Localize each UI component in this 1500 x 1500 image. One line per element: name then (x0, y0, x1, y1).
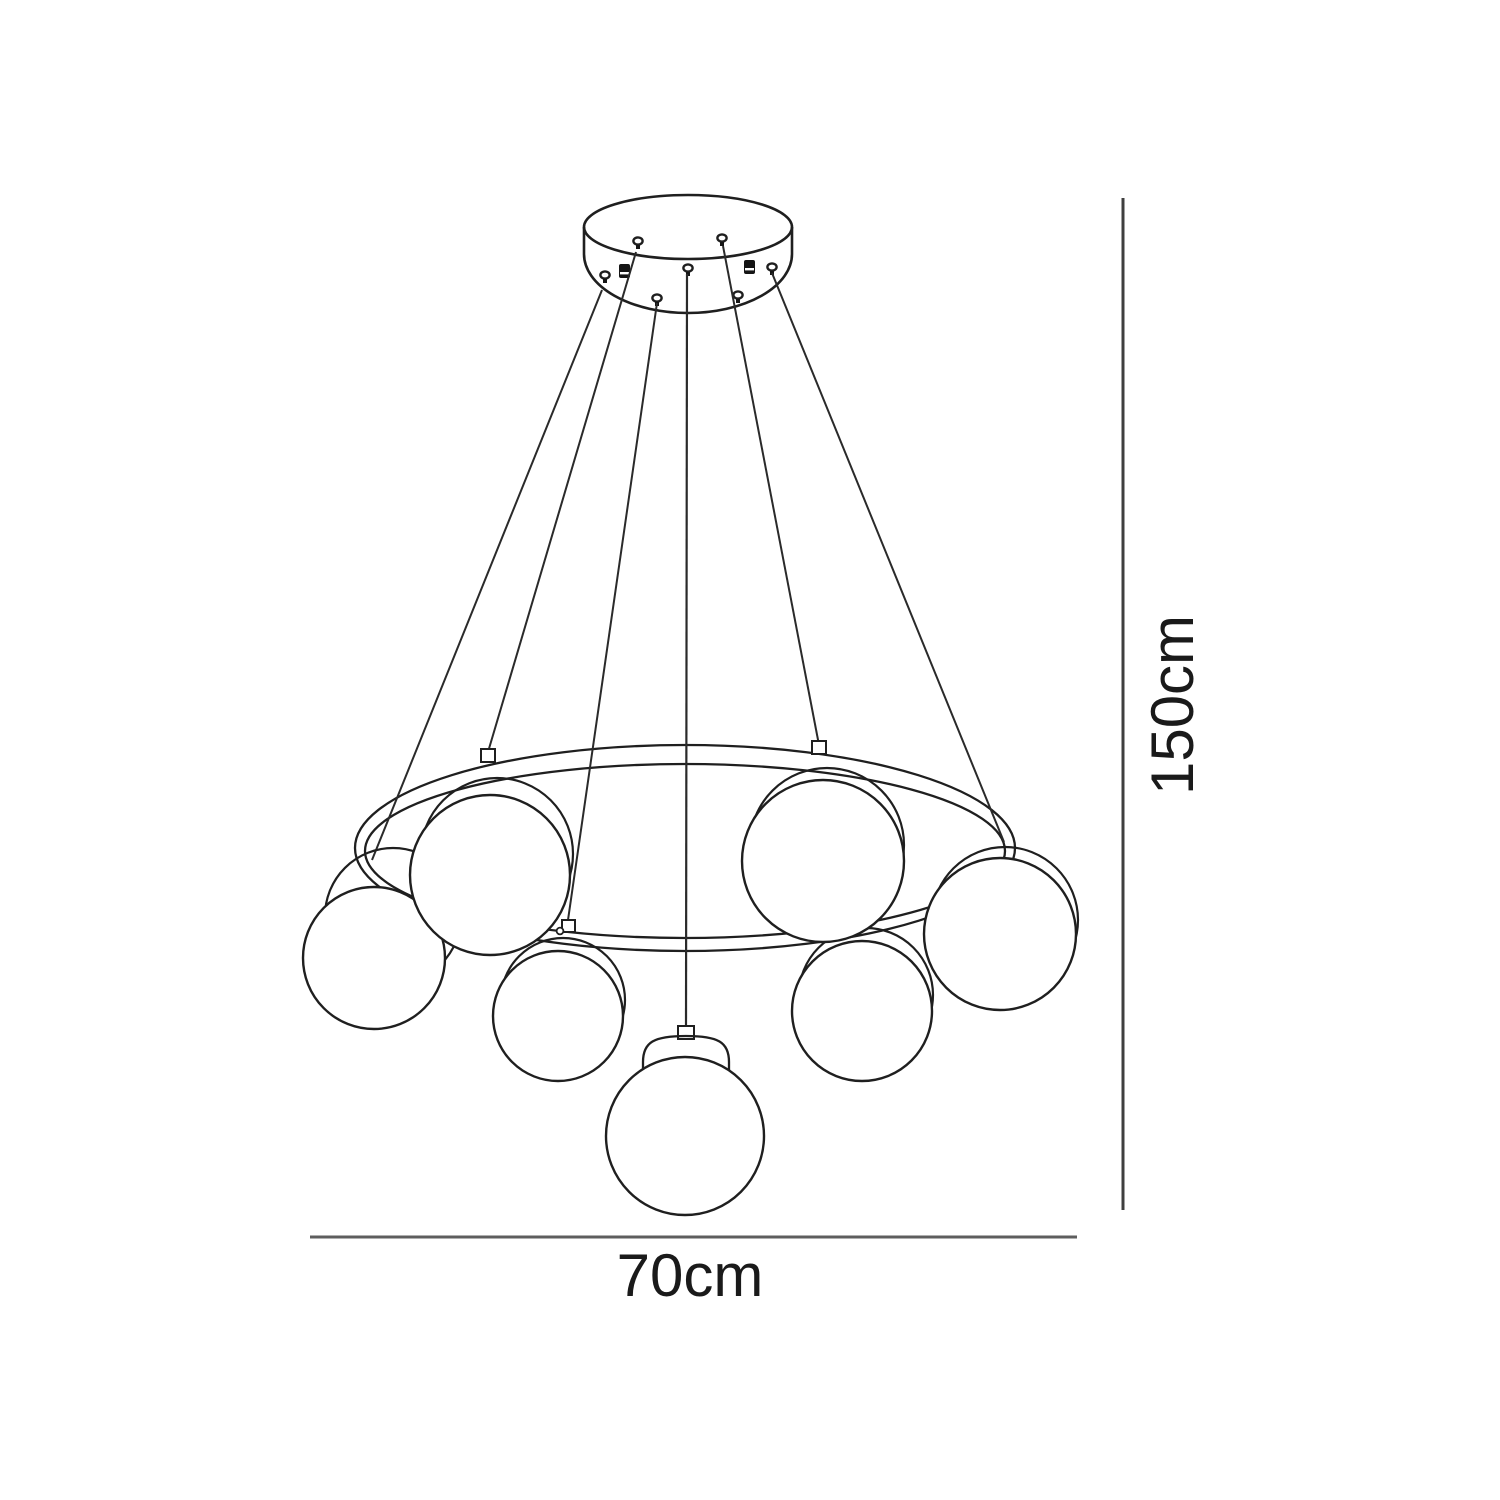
screw-icon (732, 290, 744, 303)
globe-lower-right (790, 926, 935, 1083)
height-dimension: 150cm (1121, 198, 1206, 1210)
ring-clip-right (811, 740, 827, 755)
suspension-wires (371, 245, 1005, 1028)
wire-ring-right (722, 245, 820, 746)
screw-icon (632, 236, 644, 249)
wire-left-outer (371, 289, 603, 861)
screw-icon (682, 263, 694, 276)
screw-icon (716, 233, 728, 246)
wire-lower-left (567, 302, 658, 921)
globe-left-outer (301, 846, 463, 1031)
cable-lock-icon (744, 260, 755, 274)
globe-right-upper (740, 766, 906, 944)
globe-right-outer (922, 845, 1080, 1012)
globe-lower-left (491, 936, 627, 1083)
cable-lock-connectors (619, 260, 755, 278)
globe-left-upper (408, 776, 575, 957)
wire-center-drop (684, 273, 689, 1028)
wire-right-outer (771, 272, 1005, 843)
ring-clip-bead (555, 926, 565, 936)
globe-dome-cap (641, 1034, 731, 1092)
height-dimension-label: 150cm (1139, 615, 1206, 795)
width-dimension-label: 70cm (617, 1242, 764, 1309)
width-dimension: 70cm (310, 1235, 1077, 1309)
globe-bottom-center (604, 1034, 766, 1217)
cable-lock-icon (619, 264, 630, 278)
globes (301, 766, 1080, 1217)
attachment-clips (480, 740, 827, 1040)
ring-clip-left (480, 748, 496, 763)
ring-clip-lower-left (561, 919, 576, 933)
wire-ring-left (487, 251, 637, 753)
screw-icon (599, 270, 611, 283)
